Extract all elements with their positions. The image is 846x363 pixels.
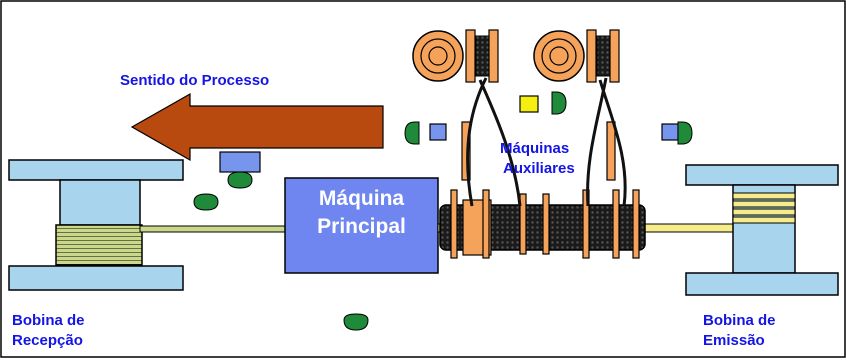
aux-spool-left xyxy=(412,29,499,83)
aux-machines-label-2: Auxiliares xyxy=(503,160,575,177)
emission-bobbin xyxy=(685,164,839,296)
emission-bobbin-label-1: Bobina de xyxy=(703,312,776,329)
receiving-bobbin-label-1: Bobina de xyxy=(12,312,85,329)
emission-bobbin-label-2: Emissão xyxy=(703,332,765,349)
sensor-devices xyxy=(193,91,693,331)
main-machine xyxy=(284,177,439,274)
aux-machines-label-1: Máquinas xyxy=(500,140,570,157)
direction-label: Sentido do Processo xyxy=(120,72,270,89)
main-machine-label-1: Máquina xyxy=(318,187,405,210)
receiving-bobbin-label-2: Recepção xyxy=(12,332,83,349)
guide-plates xyxy=(450,121,640,259)
main-machine-label-2: Principal xyxy=(317,215,406,238)
feed-wires xyxy=(466,77,627,207)
direction-arrow xyxy=(130,92,384,162)
wire-left xyxy=(139,225,286,233)
receiving-bobbin xyxy=(8,159,184,291)
aux-spool-right xyxy=(533,29,620,83)
